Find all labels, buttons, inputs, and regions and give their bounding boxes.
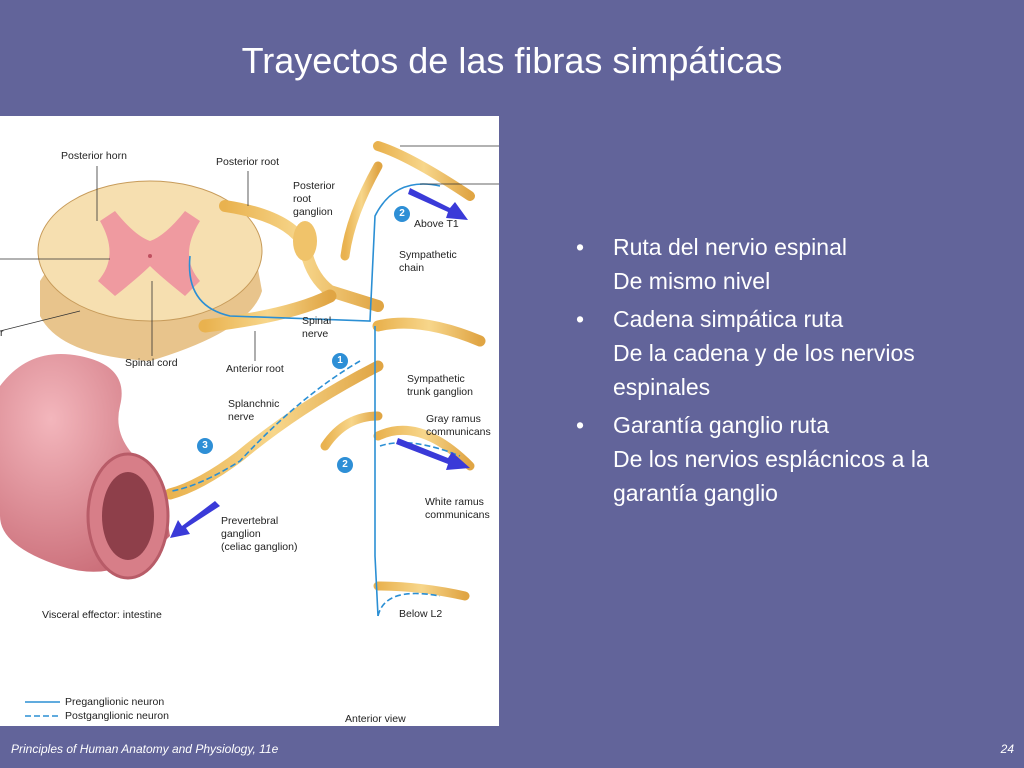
label-spinal-nerve: Spinal nerve xyxy=(302,315,332,340)
label-white-ramus: White ramus communicans xyxy=(425,496,490,521)
label-below-l2: Below L2 xyxy=(399,608,443,620)
bullet-item: • Ruta del nervio espinal De mismo nivel xyxy=(576,230,1016,298)
label-posterior-root: Posterior root xyxy=(216,156,280,168)
step-marker-2-lower: 2 xyxy=(337,457,353,473)
label-splanchnic-nerve: Splanchnic nerve xyxy=(228,398,280,423)
bullet-heading: Cadena simpática ruta xyxy=(613,306,844,332)
label-prevertebral-ganglion: Prevertebral ganglion (celiac ganglion) xyxy=(221,515,298,553)
label-anterior-view: Anterior view xyxy=(345,713,406,725)
posterior-root-ganglion xyxy=(293,221,317,261)
bullet-list: • Ruta del nervio espinal De mismo nivel… xyxy=(576,230,1016,514)
label-anterior-root: Anterior root xyxy=(226,363,284,375)
label-cut-r: r xyxy=(0,327,4,339)
label-above-t1: Above T1 xyxy=(414,218,459,230)
anatomy-illustration xyxy=(0,116,499,724)
neuron-paths xyxy=(171,183,461,617)
slide-title: Trayectos de las fibras simpáticas xyxy=(241,40,783,81)
label-posterior-root-ganglion: Posterior root ganglion xyxy=(293,180,336,218)
leader-lines xyxy=(0,145,499,361)
step-marker-2-upper: 2 xyxy=(394,206,410,222)
step-marker-3: 3 xyxy=(197,438,213,454)
bullet-item: • Garantía ganglio ruta De los nervios e… xyxy=(576,408,1016,510)
step-marker-1: 1 xyxy=(332,353,348,369)
direction-arrows xyxy=(170,188,470,538)
bullet-heading: Garantía ganglio ruta xyxy=(613,412,830,438)
intestine xyxy=(0,354,170,580)
bullet-heading: Ruta del nervio espinal xyxy=(613,234,847,260)
label-posterior-horn: Posterior horn xyxy=(61,150,127,162)
legend-preganglionic: Preganglionic neuron xyxy=(65,696,165,708)
label-gray-ramus: Gray ramus communicans xyxy=(426,413,491,438)
footer-citation: Principles of Human Anatomy and Physiolo… xyxy=(11,742,279,756)
label-spinal-cord: Spinal cord xyxy=(125,357,178,369)
bullet-detail: De los nervios esplácnicos a la garantía… xyxy=(613,446,929,506)
bullet-detail: De la cadena y de los nervios espinales xyxy=(613,340,915,400)
sympathetic-pathways-figure: Posterior horn Posterior root Posterior … xyxy=(0,116,499,726)
label-sympathetic-trunk-ganglion: Sympathetic trunk ganglion xyxy=(407,373,473,398)
legend-postganglionic: Postganglionic neuron xyxy=(65,710,169,722)
spinal-cord-section xyxy=(37,180,263,361)
bullet-item: • Cadena simpática ruta De la cadena y d… xyxy=(576,302,1016,404)
bullet-detail: De mismo nivel xyxy=(613,268,771,294)
label-visceral-effector: Visceral effector: intestine xyxy=(42,609,162,621)
label-sympathetic-chain: Sympathetic chain xyxy=(399,249,457,274)
page-number: 24 xyxy=(1000,742,1014,756)
